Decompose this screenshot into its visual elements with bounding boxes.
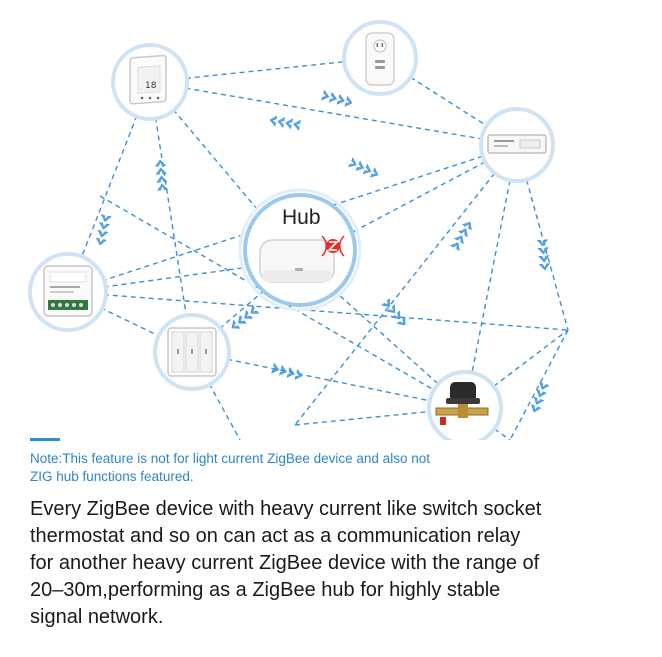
link — [149, 81, 518, 146]
link — [294, 144, 518, 426]
chevron-group — [231, 304, 260, 329]
chevron-group — [530, 381, 550, 413]
svg-text:18: 18 — [145, 81, 157, 91]
note-line: Note:This feature is not for light curre… — [30, 451, 430, 466]
accent-bar — [30, 438, 60, 441]
wall-switch-node — [153, 313, 231, 391]
led-driver-node — [479, 107, 555, 183]
thermostat-icon: 18 — [129, 54, 167, 105]
zigbee-mesh-diagram: 18 — [28, 20, 569, 440]
chevron-group — [271, 362, 303, 380]
zigbee-hub-icon — [259, 239, 335, 283]
note-text: Note:This feature is not for light curre… — [30, 450, 630, 486]
chevron-group — [95, 214, 112, 246]
hub-node: Hub — [238, 188, 362, 312]
description-line: Every ZigBee device with heavy current l… — [30, 498, 542, 520]
description-line: for another heavy current ZigBee device … — [30, 552, 540, 574]
hub-label: Hub — [282, 206, 321, 229]
link — [509, 329, 569, 440]
water-valve-icon — [435, 382, 489, 425]
link — [149, 81, 193, 353]
link — [191, 351, 241, 440]
chevron-group — [381, 298, 406, 326]
signal-chevrons — [95, 89, 551, 413]
smart-plug-icon — [365, 32, 395, 86]
chevron-group — [449, 221, 472, 252]
description-line: signal network. — [30, 606, 164, 628]
chevron-group — [348, 157, 379, 178]
description-line: thermostat and so on can act as a commun… — [30, 525, 521, 547]
link — [67, 291, 569, 331]
chevron-group — [536, 239, 551, 271]
led-driver-icon — [487, 134, 547, 154]
link — [294, 407, 466, 426]
description-text: Every ZigBee device with heavy current l… — [30, 496, 640, 631]
switch-module-node — [28, 252, 108, 332]
chevron-group — [321, 89, 353, 107]
note-line: ZIG hub functions featured. — [30, 469, 194, 484]
wall-switch-icon — [167, 327, 217, 377]
smart-socket-node — [342, 20, 418, 96]
description-line: 20–30m,performing as a ZigBee hub for hi… — [30, 579, 501, 601]
link — [299, 144, 518, 261]
valve-controller-node — [427, 370, 503, 440]
chevron-group — [269, 115, 301, 131]
zigbee-badge-icon — [321, 235, 345, 257]
chevron-group — [154, 159, 169, 191]
thermostat-node: 18 — [111, 43, 189, 121]
link — [191, 351, 466, 409]
link — [464, 144, 518, 409]
switch-module-icon — [43, 265, 93, 317]
